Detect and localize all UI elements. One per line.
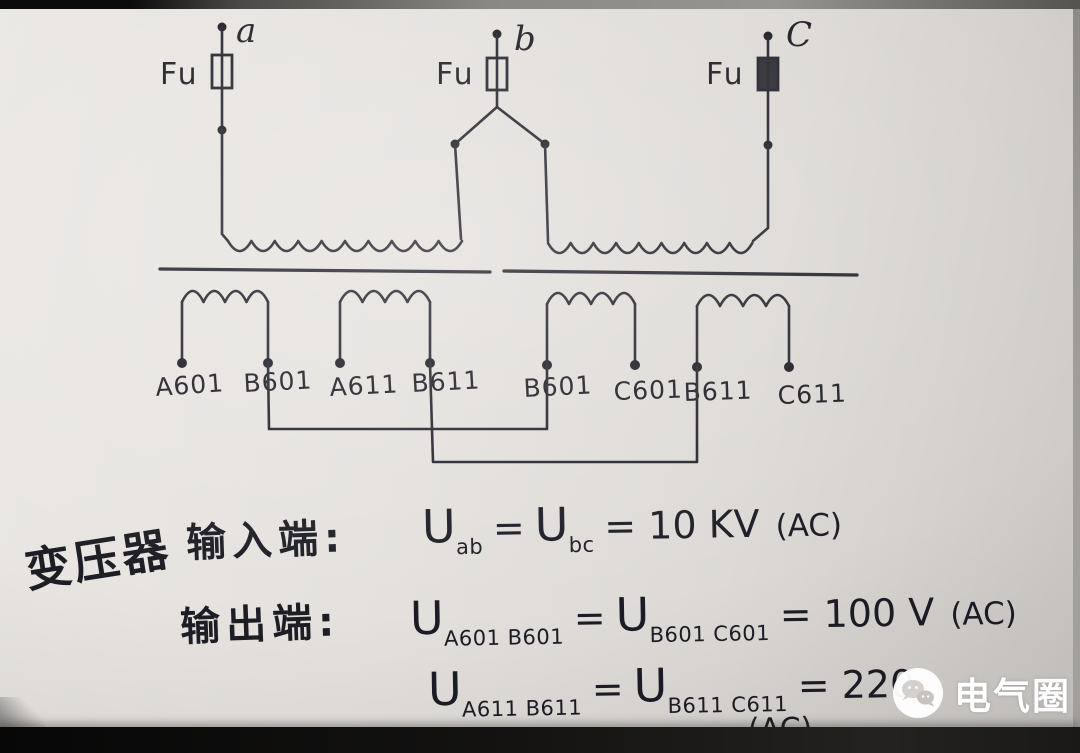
primary-winding-left	[226, 239, 464, 253]
voltage-value: = 10 KV	[603, 501, 760, 549]
terminal-label-b601: B601	[243, 365, 313, 398]
terminal-b-label: b	[514, 19, 536, 59]
terminal-label-b611: B611	[411, 365, 481, 398]
core-line-right	[502, 269, 859, 277]
terminal-label-c601: C601	[613, 375, 683, 406]
fuse-c-label: Fu	[706, 57, 745, 92]
watermark-text: 电气圈	[954, 675, 1071, 718]
terminal-dot	[335, 358, 345, 368]
wire	[453, 105, 499, 146]
terminal-dot	[784, 362, 794, 372]
voltage-subscript: B601 C601	[649, 621, 771, 648]
voltage-symbol: U	[534, 497, 569, 552]
photo-top-edge	[0, 0, 1080, 9]
coil	[338, 289, 432, 304]
fuse-b: Fu b	[436, 19, 550, 243]
terminal-label-a601: A601	[154, 368, 225, 402]
output-voltage-equation-1: UA601 B601=UB601 C601= 100 V(AC)	[410, 581, 1018, 652]
ac-unit: (AC)	[775, 507, 843, 545]
voltage-symbol: U	[409, 590, 445, 646]
terminal-label-b601-2: B601	[523, 370, 593, 403]
link-wire-b611-b611	[428, 361, 699, 464]
fuse-b-label: Fu	[436, 57, 475, 92]
equals-sign: =	[591, 666, 625, 712]
voltage-value: = 100 V	[779, 590, 935, 637]
photo-right-edge	[1073, 0, 1080, 753]
primary-winding-right	[546, 241, 754, 255]
voltage-subscript: ab	[455, 534, 484, 560]
terminal-dot	[177, 358, 187, 368]
voltage-subscript: bc	[568, 532, 595, 558]
voltage-symbol: U	[633, 658, 668, 713]
secondary-winding-3: B601 C601	[523, 291, 683, 406]
fuse-a-label: Fu	[160, 57, 199, 92]
secondary-winding-2: A611 B611	[329, 289, 481, 402]
wire	[453, 142, 463, 241]
terminal-dot	[630, 360, 640, 370]
input-voltage-equation: Uab=Ubc= 10 KV(AC)	[422, 492, 843, 559]
coil	[695, 293, 791, 308]
coil	[180, 289, 270, 304]
terminal-label-b611-2: B611	[683, 376, 753, 407]
watermark-electric-circle: 电气圈	[892, 666, 1071, 720]
wechat-icon	[892, 667, 944, 719]
terminal-a-label: a	[236, 11, 256, 51]
terminal-label-a611: A611	[329, 369, 399, 402]
wire	[543, 142, 550, 243]
fuse-c: Fu C	[706, 15, 812, 243]
voltage-symbol: U	[421, 499, 457, 554]
equals-sign: =	[492, 505, 526, 551]
photo-bottom-edge	[0, 727, 1080, 753]
wire	[751, 143, 770, 243]
output-terminal-label: 输出端:	[179, 599, 341, 651]
transformer-label: 变压器	[21, 521, 175, 599]
terminal-label-c611: C611	[777, 379, 847, 410]
terminal-c-label: C	[786, 15, 812, 55]
link-wire-b601-b601	[266, 361, 549, 431]
coil	[545, 291, 637, 306]
output-voltage-equation-2: UA611 B611=UB611 C611= 220	[428, 654, 915, 722]
voltage-subscript: A611 B611	[461, 695, 583, 722]
core-line-left	[158, 267, 492, 274]
wire	[220, 128, 230, 243]
secondary-winding-4: B611 C611	[683, 293, 847, 410]
voltage-symbol: U	[615, 587, 650, 642]
secondary-winding-1: A601 B601	[154, 289, 313, 402]
voltage-subscript: A601 B601	[443, 624, 565, 651]
equals-sign: =	[573, 595, 607, 641]
wire	[495, 105, 547, 146]
input-terminal-label: 输入端:	[185, 515, 347, 567]
ac-unit: (AC)	[949, 595, 1018, 633]
fuse-a: Fu a	[160, 11, 256, 243]
voltage-symbol: U	[427, 661, 463, 717]
